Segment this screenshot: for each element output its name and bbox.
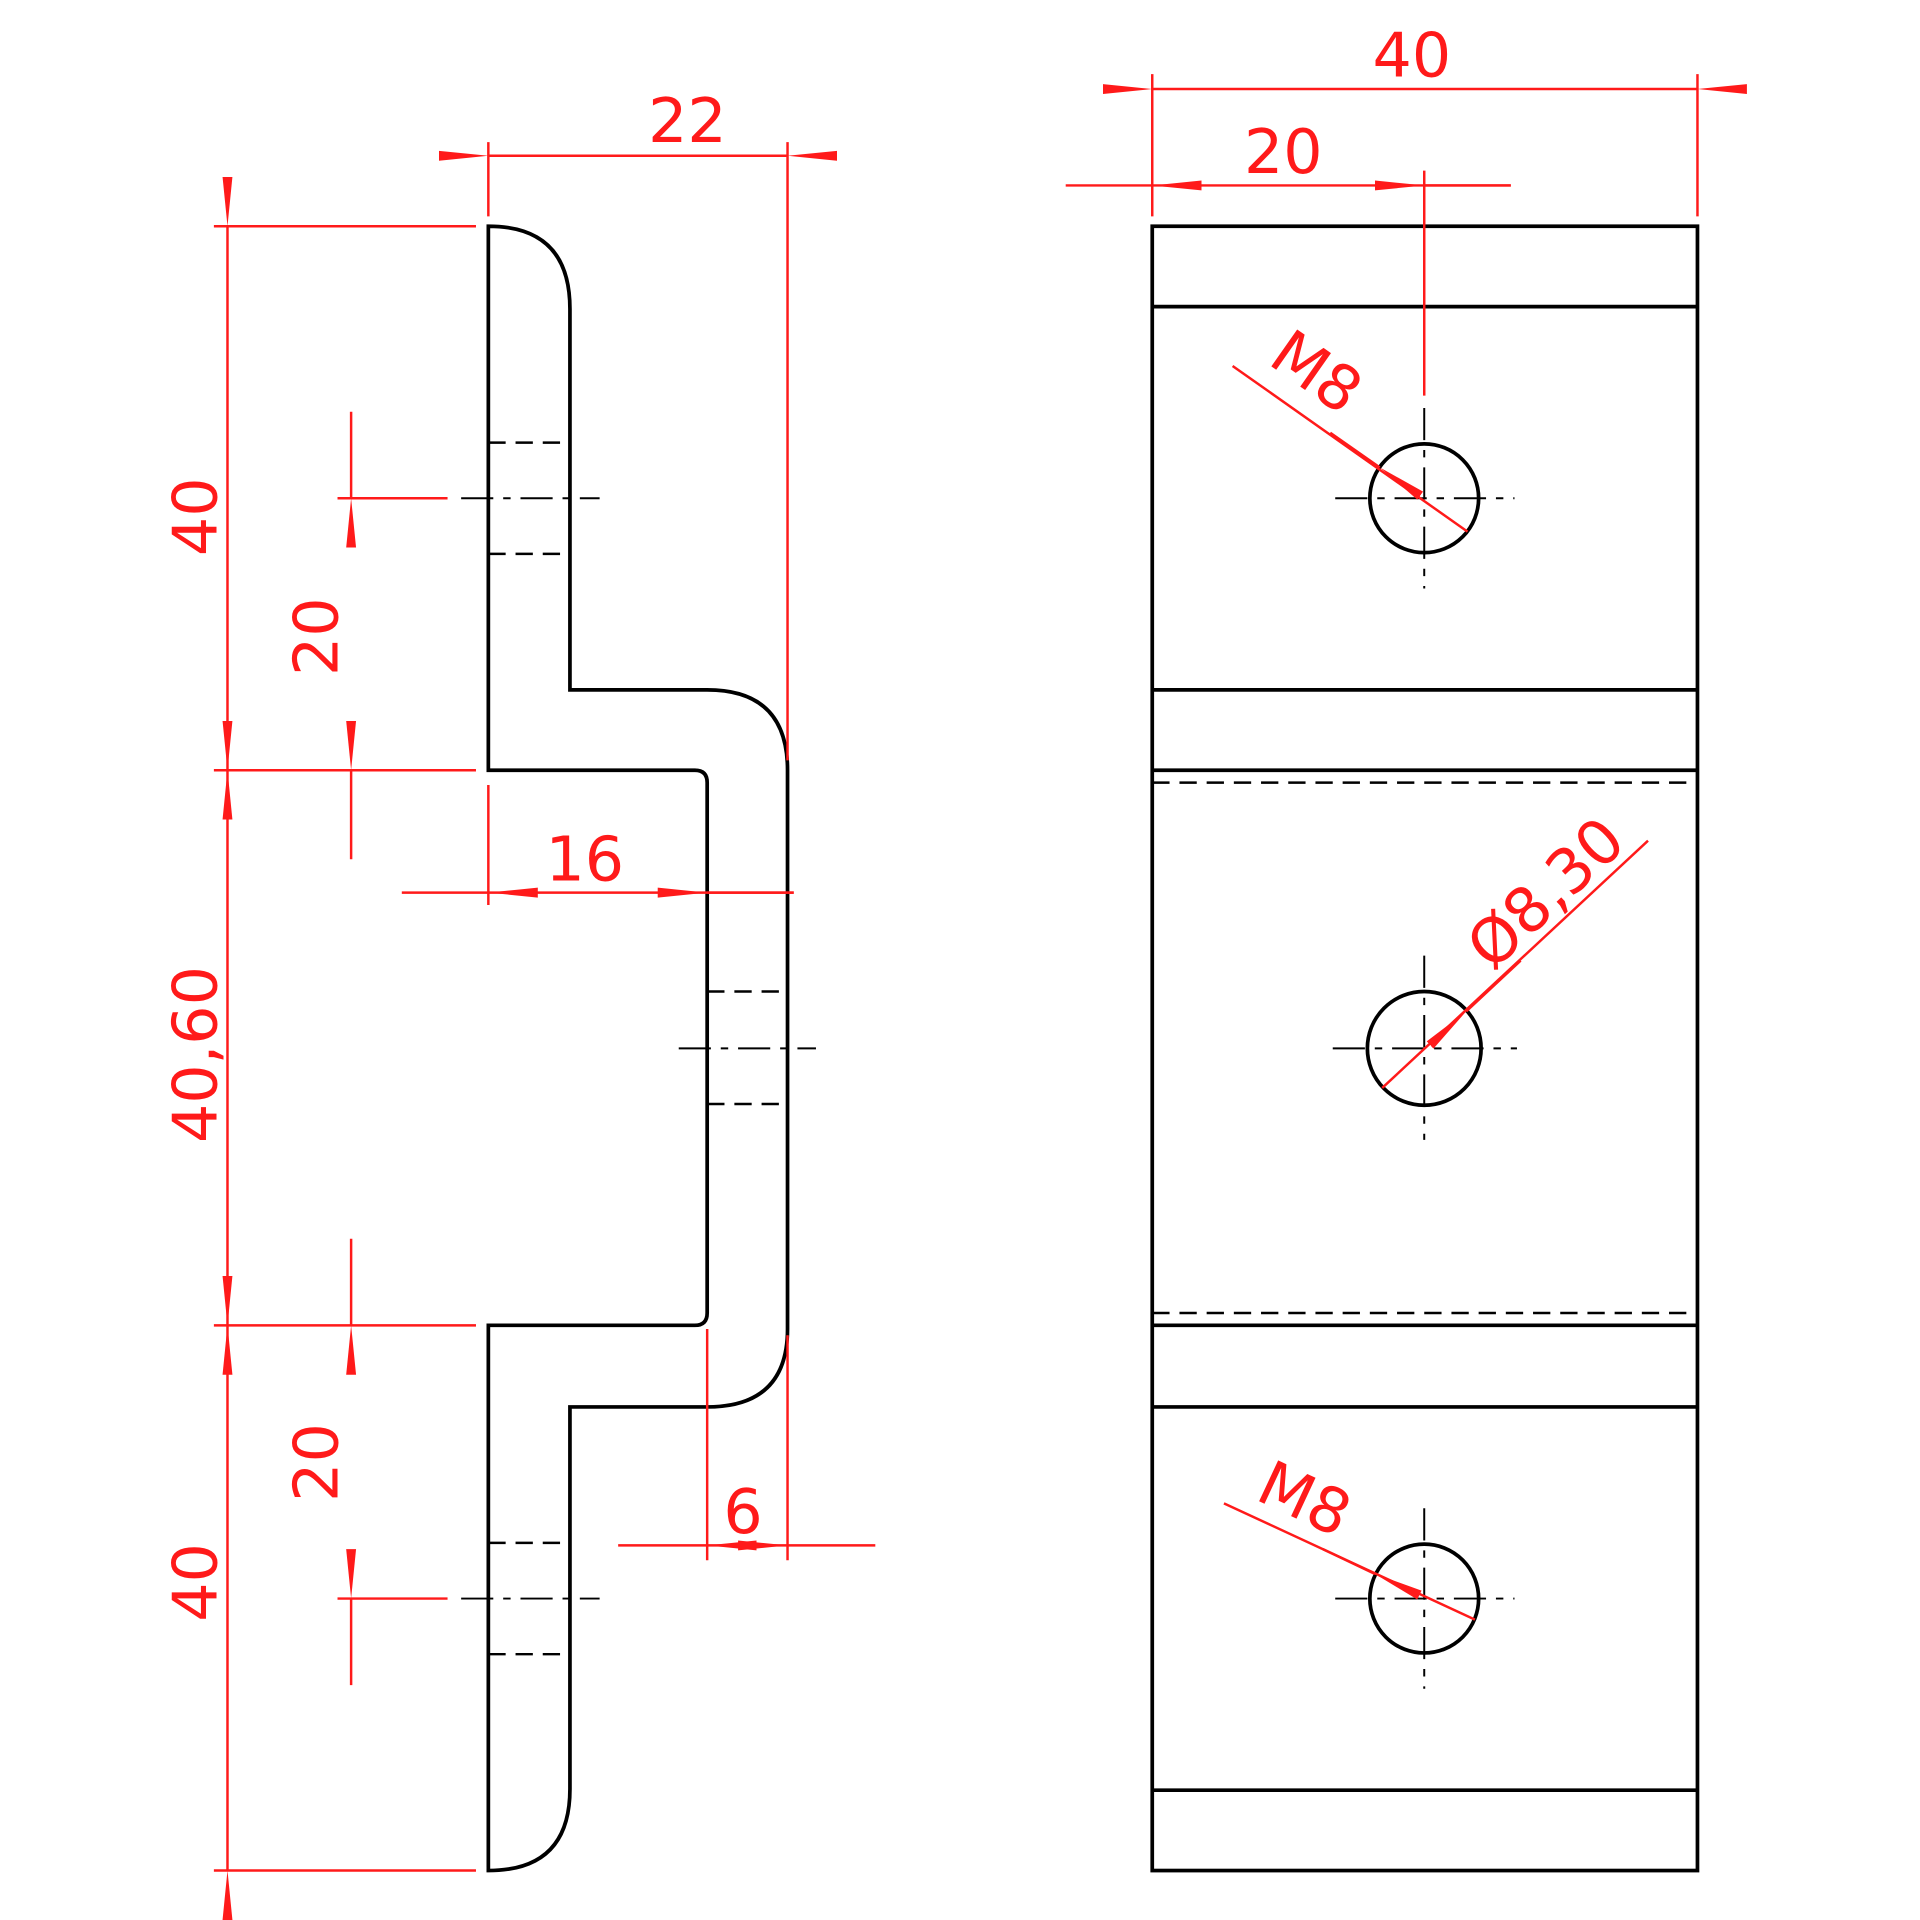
dim-lower-hole: 20 bbox=[281, 1423, 353, 1502]
label-middle-diameter: Ø8,30 bbox=[1453, 803, 1638, 983]
dim-middle-height: 40,60 bbox=[159, 966, 231, 1143]
side-dimensions: 22 40 20 40,60 16 20 40 6 bbox=[159, 85, 876, 1920]
bend-lines bbox=[1152, 304, 1698, 1793]
holes bbox=[1332, 407, 1517, 1689]
front-dimensions: 40 20 M8 Ø8,30 M8 bbox=[1065, 20, 1747, 1621]
label-top-thread: M8 bbox=[1258, 316, 1375, 428]
dim-lower-flange: 40 bbox=[159, 1543, 231, 1622]
dim-hole-center: 20 bbox=[1244, 116, 1323, 188]
dim-front-width: 40 bbox=[1373, 20, 1452, 92]
dim-upper-hole: 20 bbox=[281, 597, 353, 676]
front-view: 40 20 M8 Ø8,30 M8 bbox=[1065, 20, 1747, 1873]
label-bottom-thread: M8 bbox=[1247, 1447, 1361, 1551]
side-profile-outline bbox=[486, 224, 790, 1873]
dim-inner-depth: 16 bbox=[545, 823, 624, 895]
side-view: 22 40 20 40,60 16 20 40 6 bbox=[159, 85, 876, 1920]
hidden-hole-lines bbox=[461, 441, 816, 1656]
dim-side-width: 22 bbox=[648, 85, 727, 157]
dim-upper-flange: 40 bbox=[159, 477, 231, 556]
dim-thickness: 6 bbox=[723, 1476, 762, 1548]
